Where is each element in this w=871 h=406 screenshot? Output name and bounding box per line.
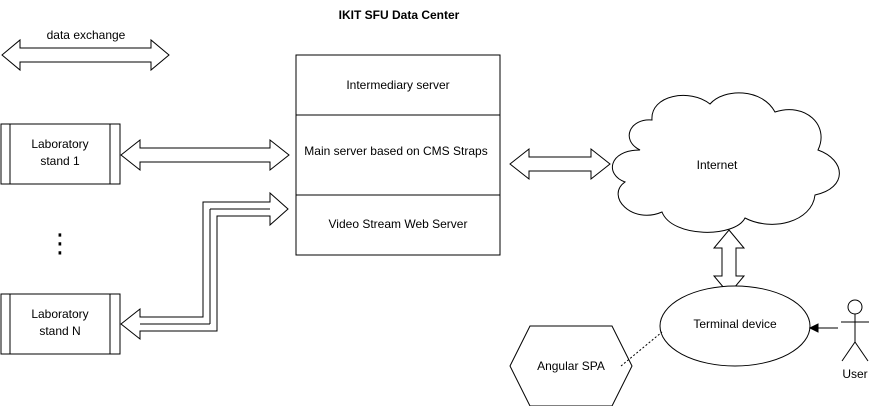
internet-cloud: Internet bbox=[611, 92, 840, 233]
lab-stand-n: Laboratory stand N bbox=[0, 293, 121, 355]
main-server-label: Main server based on CMS Straps bbox=[304, 144, 487, 158]
stands-ellipsis: ⋮ bbox=[47, 228, 73, 258]
lab-stand-n-box bbox=[0, 293, 121, 355]
legend: data exchange bbox=[1, 28, 170, 72]
angular-spa: Angular SPA bbox=[509, 325, 633, 406]
lab-stand-1-label-line2: stand 1 bbox=[40, 154, 80, 168]
video-server-box bbox=[295, 194, 501, 256]
cloud-icon bbox=[611, 92, 840, 233]
lab-stand-n-label-line2: stand N bbox=[39, 324, 80, 338]
terminal-device: Terminal device bbox=[659, 285, 811, 367]
lab-stand-1-label-line1: Laboratory bbox=[31, 137, 88, 151]
spa-hexagon bbox=[509, 325, 633, 406]
user-label: User bbox=[842, 367, 867, 381]
legend-double-arrow bbox=[1, 38, 170, 72]
spa-terminal-dashed-link bbox=[620, 331, 663, 367]
server-internet-double-arrow bbox=[509, 147, 611, 181]
user-left-leg bbox=[841, 341, 856, 362]
user-head-icon bbox=[847, 299, 863, 315]
stand1-main-double-arrow bbox=[120, 138, 290, 172]
user-right-leg bbox=[854, 341, 869, 362]
lab-stand-n-label-line1: Laboratory bbox=[31, 307, 88, 321]
lab-stand-1-box bbox=[0, 123, 121, 185]
internet-terminal-double-arrow bbox=[712, 229, 746, 295]
user-actor: User bbox=[841, 299, 869, 381]
terminal-device-ellipse bbox=[659, 285, 811, 367]
spa-label: Angular SPA bbox=[537, 359, 605, 373]
diagram-title: IKIT SFU Data Center bbox=[339, 8, 460, 22]
legend-label: data exchange bbox=[47, 28, 126, 42]
server-stack: Intermediary server Main server based on… bbox=[295, 54, 501, 256]
internet-label: Internet bbox=[697, 158, 738, 172]
main-server-box bbox=[295, 114, 501, 196]
intermediary-server-box bbox=[295, 54, 501, 116]
intermediary-server-label: Intermediary server bbox=[346, 78, 449, 92]
user-terminal-arrowhead bbox=[808, 323, 819, 333]
lab-stand-1: Laboratory stand 1 bbox=[0, 123, 121, 185]
terminal-device-label: Terminal device bbox=[693, 317, 777, 331]
standn-video-double-arrow bbox=[120, 191, 289, 341]
video-server-label: Video Stream Web Server bbox=[329, 217, 468, 231]
